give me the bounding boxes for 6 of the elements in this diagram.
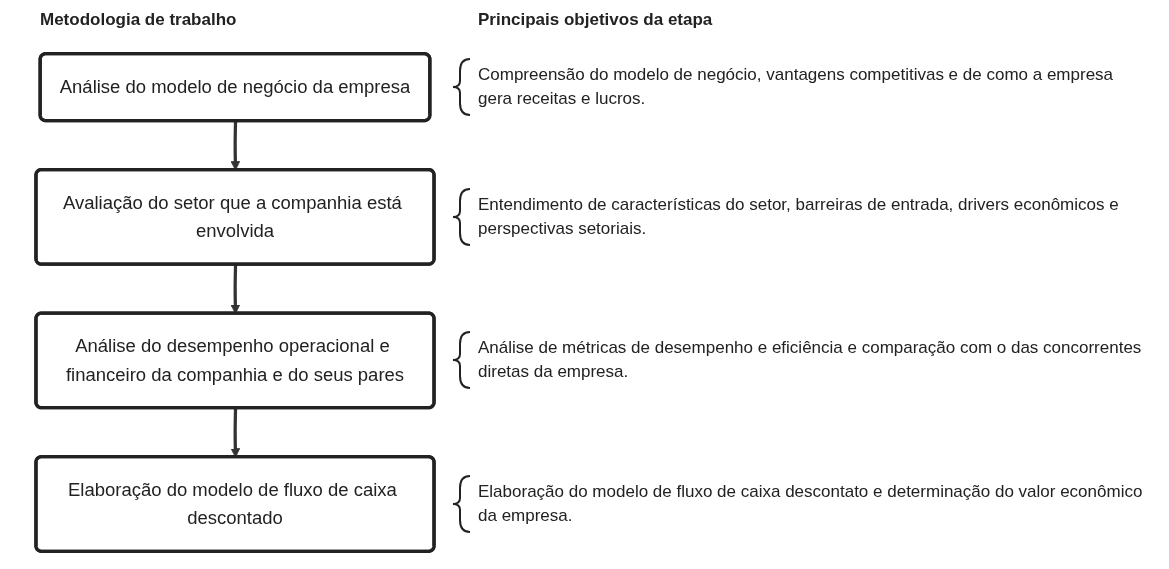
column-heading: Metodologia de trabalho bbox=[40, 10, 237, 30]
description-text: Elaboração do modelo de fluxo de caixa descontato e determinação do valor econômico da empresa. bbox=[478, 481, 1144, 527]
column-heading: Principais objetivos da etapa bbox=[478, 10, 713, 30]
description-text: Compreensão do modelo de negócio, vantagens competitivas e de como a empresa gera receitas e lucros. bbox=[478, 64, 1115, 110]
description-text: Análise de métricas de desempenho e eficiência e comparação com o das concorrentes diretas da empresa. bbox=[478, 337, 1143, 384]
description-text: Entendimento de características do setor, barreiras de entrada, drivers econômicos e perspectivas setoriais. bbox=[478, 193, 1120, 240]
